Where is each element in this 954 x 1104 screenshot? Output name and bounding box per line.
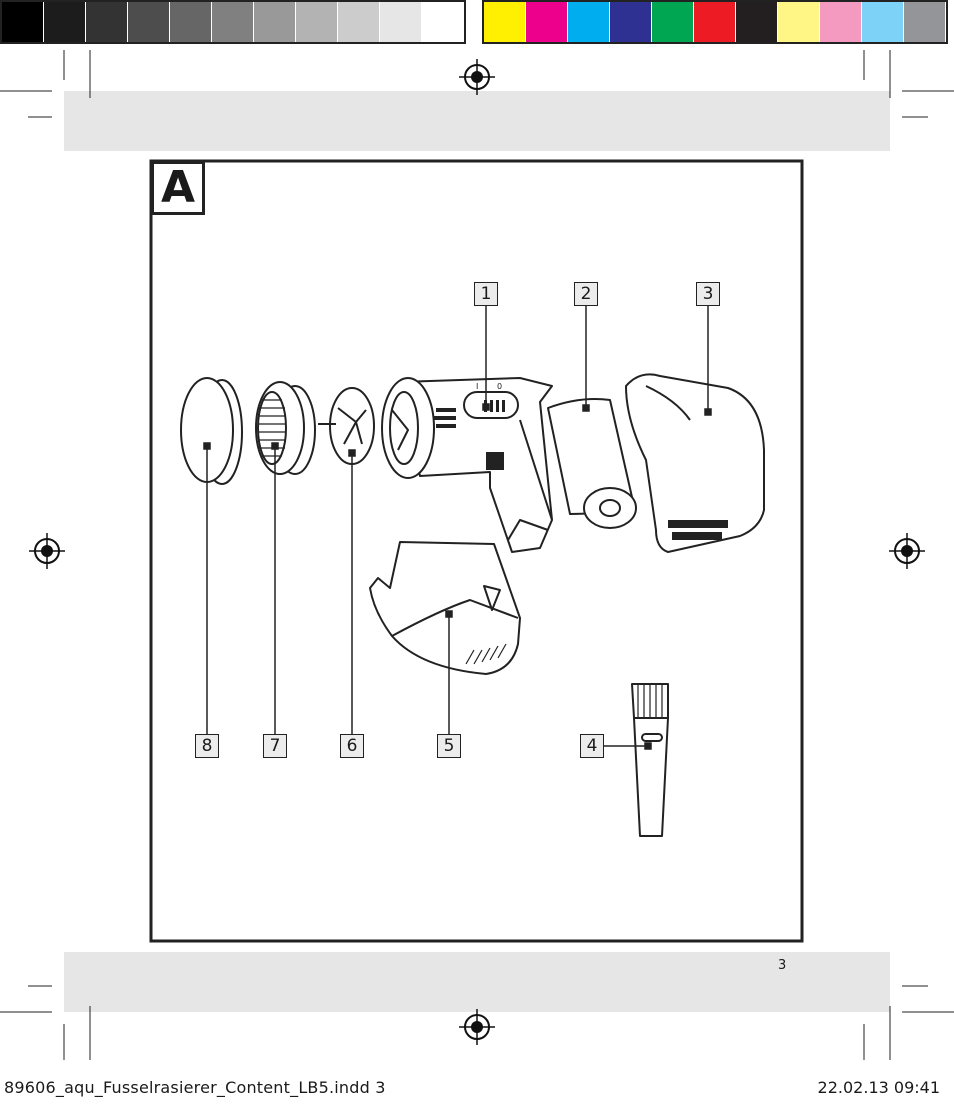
gray-swatch	[44, 2, 86, 42]
header-band	[64, 91, 890, 151]
switch-on-mark: I	[476, 382, 478, 391]
process-color-swatch	[694, 2, 736, 42]
process-color-swatch	[484, 2, 526, 42]
gray-swatch	[2, 2, 44, 42]
slug-date-time: 22.02.13 09:41	[817, 1078, 940, 1097]
gray-swatch	[128, 2, 170, 42]
switch-off-mark: 0	[497, 382, 502, 391]
callout-4: 4	[580, 734, 604, 758]
grayscale-color-bar	[0, 0, 466, 44]
process-color-bar	[482, 0, 948, 44]
gray-swatch	[296, 2, 338, 42]
footer-band	[64, 952, 890, 1012]
process-color-swatch	[736, 2, 778, 42]
gray-swatch	[170, 2, 212, 42]
crop-marks	[0, 50, 954, 1060]
process-color-swatch	[778, 2, 820, 42]
gray-swatch	[86, 2, 128, 42]
process-color-swatch	[610, 2, 652, 42]
part-4-cleaning-brush	[631, 683, 669, 837]
part-3-lint-container	[625, 373, 765, 553]
part-5-lint-compartment	[369, 541, 521, 675]
lint-shaver-illustration	[180, 373, 765, 837]
section-label: A	[151, 161, 205, 215]
callout-3: 3	[696, 282, 720, 306]
callout-5: 5	[437, 734, 461, 758]
gray-swatch	[254, 2, 296, 42]
registration-mark-left	[29, 533, 65, 569]
registration-mark-bottom	[459, 1009, 495, 1045]
process-color-swatch	[526, 2, 568, 42]
part-6-blade	[318, 387, 375, 465]
registration-mark-right	[889, 533, 925, 569]
process-color-swatch	[904, 2, 946, 42]
part-7-shaving-grid	[255, 381, 316, 475]
gray-swatch	[380, 2, 422, 42]
callout-2: 2	[574, 282, 598, 306]
callout-6: 6	[340, 734, 364, 758]
callout-7: 7	[263, 734, 287, 758]
main-housing	[381, 377, 553, 553]
callout-1: 1	[474, 282, 498, 306]
callout-8: 8	[195, 734, 219, 758]
slug-file-name: 89606_aqu_Fusselrasierer_Content_LB5.ind…	[4, 1078, 386, 1097]
process-color-swatch	[568, 2, 610, 42]
leader-lines	[203, 305, 712, 750]
gray-swatch	[422, 2, 464, 42]
gray-swatch	[212, 2, 254, 42]
part-8-cap	[180, 377, 243, 485]
process-color-swatch	[652, 2, 694, 42]
part-2-battery-cover	[547, 398, 637, 529]
gray-swatch	[338, 2, 380, 42]
process-color-swatch	[820, 2, 862, 42]
process-color-swatch	[862, 2, 904, 42]
registration-mark-top	[459, 59, 495, 95]
page-number: 3	[778, 958, 787, 973]
